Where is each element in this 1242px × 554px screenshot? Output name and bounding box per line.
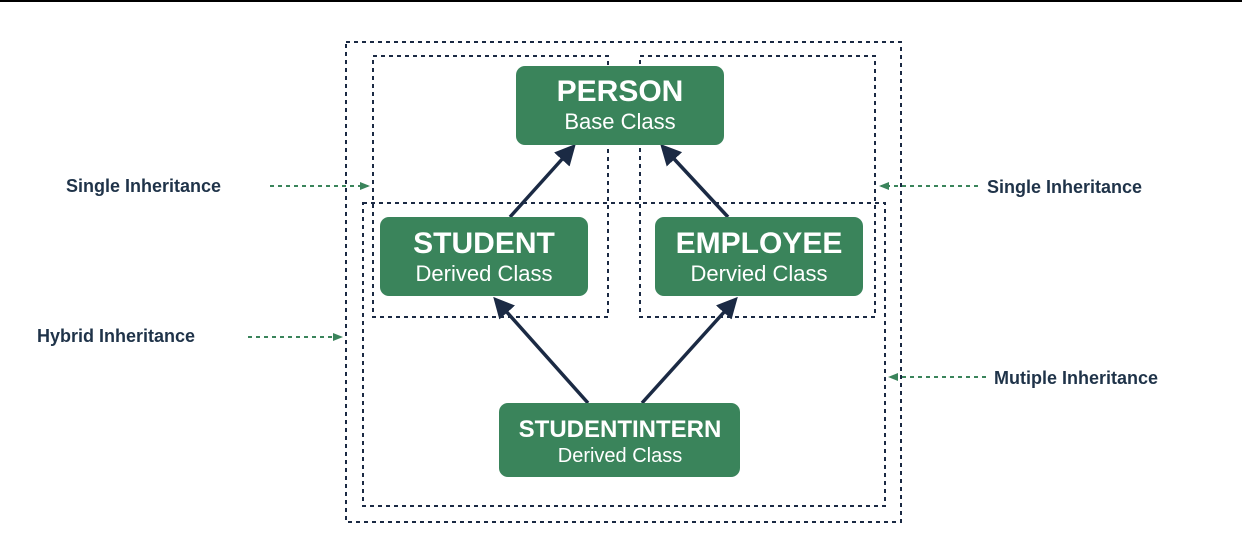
multiple-inheritance-label: Mutiple Inheritance — [994, 368, 1158, 388]
hybrid-inheritance-label: Hybrid Inheritance — [37, 326, 195, 346]
studentintern-node: STUDENTINTERN Derived Class — [499, 403, 740, 477]
single-inheritance-left-label: Single Inheritance — [66, 176, 221, 196]
arrow-studentintern-to-employee — [640, 296, 738, 405]
studentintern-title: STUDENTINTERN — [519, 416, 722, 443]
employee-title: EMPLOYEE — [676, 227, 843, 260]
person-title: PERSON — [557, 75, 684, 108]
hybrid-inheritance-box — [345, 41, 902, 523]
top-border-line — [0, 0, 1242, 2]
arrow-student-to-person — [508, 143, 576, 219]
student-node: STUDENT Derived Class — [380, 217, 588, 296]
person-subtitle: Base Class — [564, 109, 675, 134]
multiple-inheritance-box — [362, 202, 886, 507]
single-inheritance-right-label: Single Inheritance — [987, 177, 1142, 197]
student-title: STUDENT — [413, 227, 555, 260]
arrow-studentintern-to-student — [493, 296, 590, 405]
employee-subtitle: Dervied Class — [691, 261, 828, 286]
studentintern-subtitle: Derived Class — [558, 445, 682, 467]
person-node: PERSON Base Class — [516, 66, 724, 145]
employee-node: EMPLOYEE Dervied Class — [655, 217, 863, 296]
arrow-employee-to-person — [660, 143, 730, 219]
student-subtitle: Derived Class — [416, 261, 553, 286]
